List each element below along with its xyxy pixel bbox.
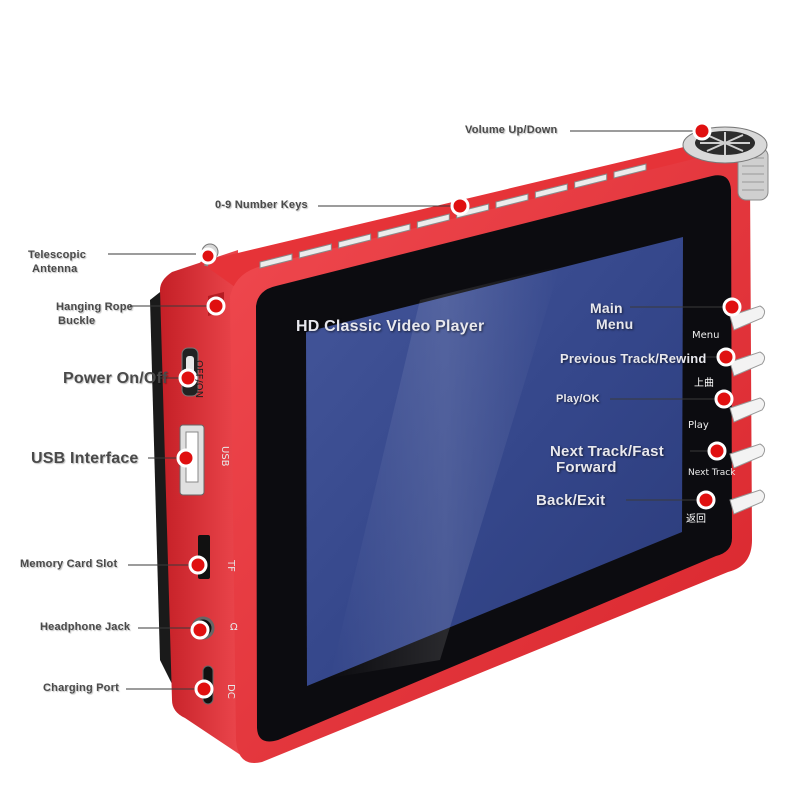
label-next-line2: Forward — [556, 459, 617, 476]
label-main-menu-line2: Menu — [596, 316, 634, 332]
marker-play — [714, 389, 734, 409]
label-play-ok: Play/OK — [556, 393, 600, 405]
port-onoff-text: OFF/ON — [193, 360, 204, 399]
label-power: Power On/Off — [63, 370, 168, 387]
label-antenna-line2: Antenna — [32, 263, 78, 275]
number-key — [298, 243, 332, 259]
label-main-menu: Main Menu — [590, 300, 633, 332]
number-key — [416, 213, 450, 229]
label-volume: Volume Up/Down — [465, 124, 558, 136]
marker-main-menu — [722, 297, 742, 317]
label-number-keys: 0-9 Number Keys — [215, 199, 308, 211]
port-headphone-text: Ω — [230, 622, 238, 633]
label-next-line1: Next Track/Fast — [550, 443, 664, 460]
label-headphone: Headphone Jack — [40, 621, 131, 633]
marker-antenna — [199, 247, 217, 265]
label-player-title: HD Classic Video Player — [296, 318, 485, 335]
marker-next — [707, 441, 727, 461]
device-next-text: Next Track — [688, 468, 736, 478]
label-antenna-line1: Telescopic — [28, 249, 87, 261]
label-rope-buckle: Hanging Rope Buckle — [56, 300, 133, 328]
device-prev-text: 上曲 — [694, 378, 714, 389]
port-usb-text: USB — [219, 446, 230, 467]
marker-volume — [692, 121, 712, 141]
number-key — [495, 193, 529, 209]
label-rope-line1: Hanging Rope — [56, 301, 133, 313]
device-play-text: Play — [688, 420, 709, 431]
side-buttons — [729, 305, 766, 515]
marker-rope-buckle — [206, 296, 226, 316]
number-key — [534, 183, 568, 199]
number-key — [574, 173, 608, 189]
display-glare — [330, 266, 560, 678]
label-antenna: Telescopic Antenna — [28, 248, 86, 276]
label-next: Next Track/Fast Forward — [550, 444, 664, 476]
label-previous: Previous Track/Rewind — [560, 351, 707, 366]
label-main-menu-line1: Main — [590, 300, 623, 316]
marker-back — [696, 490, 716, 510]
marker-headphone — [190, 620, 210, 640]
number-key — [338, 233, 372, 249]
marker-usb — [176, 448, 196, 468]
number-key — [613, 163, 647, 179]
label-rope-line2: Buckle — [58, 315, 96, 327]
number-key — [259, 253, 293, 269]
marker-charging — [194, 679, 214, 699]
port-tf-text: TF — [225, 560, 236, 572]
marker-memory-card — [188, 555, 208, 575]
label-back-exit: Back/Exit — [536, 492, 606, 509]
number-keys-group — [259, 163, 647, 269]
device-back-text: 返回 — [686, 514, 706, 525]
marker-previous — [716, 347, 736, 367]
port-dc-text: DC — [225, 684, 236, 699]
number-key — [377, 223, 411, 239]
marker-power — [178, 368, 198, 388]
callout-markers — [176, 121, 742, 699]
label-charging: Charging Port — [43, 682, 119, 694]
label-memory-card: Memory Card Slot — [20, 558, 118, 570]
device-menu-text: Menu — [692, 330, 720, 341]
marker-number-keys — [450, 196, 470, 216]
label-usb: USB Interface — [31, 450, 139, 467]
